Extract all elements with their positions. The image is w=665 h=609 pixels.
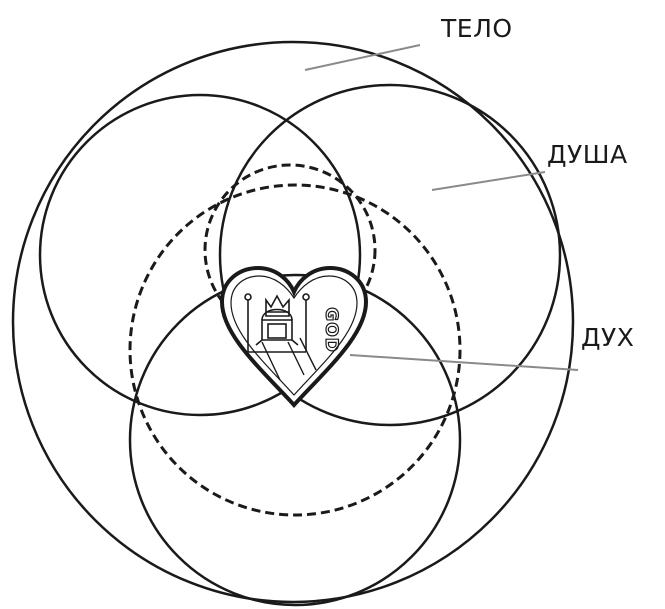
leader-line-body [305,45,420,70]
label-spirit: ДУХ [581,323,634,352]
label-body: ТЕЛО [441,14,513,43]
leader-line-spirit [350,355,578,370]
heart-icon: GOD [222,268,366,405]
leader-line-soul [432,172,545,190]
label-soul: ДУША [547,140,628,169]
heart-god-text: GOD [321,307,341,353]
